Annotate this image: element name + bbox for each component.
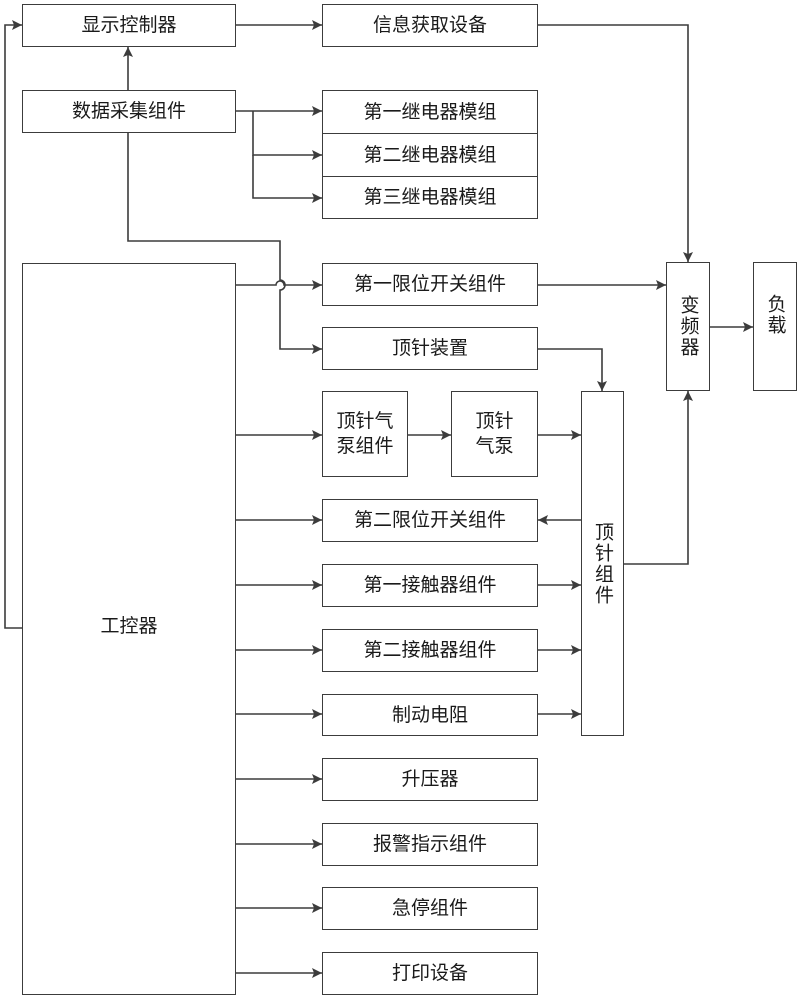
industrial-controller-box: 工控器 [22, 263, 236, 995]
edge-assembly-to-inverter [624, 391, 693, 565]
edge-info-to-inverter [538, 24, 693, 262]
brake-resistor-label: 制动电阻 [391, 703, 468, 726]
emergency-stop-label: 急停组件 [391, 897, 468, 919]
emergency-stop-box: 急停组件 [322, 887, 538, 930]
display-controller-box: 显示控制器 [22, 4, 236, 47]
relay2-box: 第二继电器模组 [322, 133, 538, 177]
data-acquisition-box: 数据采集组件 [22, 90, 236, 133]
edge-data-to-ejector-device [127, 133, 322, 354]
relay3-label: 第三继电器模组 [363, 186, 497, 208]
ejector-assembly-label: 顶针组件 [592, 521, 614, 606]
display-controller-label: 显示控制器 [81, 14, 177, 36]
contactor2-box: 第二接触器组件 [322, 629, 538, 672]
contactor1-label: 第一接触器组件 [363, 574, 497, 596]
ejector-assembly-box: 顶针组件 [581, 391, 624, 736]
booster-label: 升压器 [401, 768, 459, 790]
info-device-box: 信息获取设备 [322, 4, 538, 47]
relay3-box: 第三继电器模组 [322, 176, 538, 219]
edge-controller-to-display [4, 20, 22, 629]
relay1-label: 第一继电器模组 [363, 100, 497, 123]
brake-resistor-box: 制动电阻 [322, 694, 538, 736]
inverter-label: 变频器 [677, 295, 700, 358]
edge-data-to-relay2 [252, 111, 322, 160]
ejector-device-label: 顶针装置 [391, 337, 468, 359]
ejector-pump-assembly-box: 顶针气泵组件 [322, 391, 408, 477]
data-acquisition-label: 数据采集组件 [71, 100, 186, 122]
ejector-pump-assembly-label: 顶针气泵组件 [336, 410, 394, 457]
printer-box: 打印设备 [322, 952, 538, 995]
limit-switch1-box: 第一限位开关组件 [322, 263, 538, 306]
contactor2-label: 第二接触器组件 [363, 639, 497, 661]
relay2-label: 第二继电器模组 [363, 143, 497, 166]
ejector-pump-label: 顶针气泵 [475, 410, 514, 457]
limit-switch1-label: 第一限位开关组件 [353, 273, 506, 295]
booster-box: 升压器 [322, 758, 538, 801]
ejector-pump-box: 顶针气泵 [451, 391, 538, 477]
industrial-controller-label: 工控器 [100, 614, 158, 637]
edge-controller-to-limit1 [236, 280, 322, 290]
printer-label: 打印设备 [391, 962, 468, 984]
ejector-device-box: 顶针装置 [322, 327, 538, 370]
relay1-box: 第一继电器模组 [322, 90, 538, 134]
limit-switch2-label: 第二限位开关组件 [353, 509, 506, 531]
load-label: 负载 [764, 293, 787, 336]
alarm-box: 报警指示组件 [322, 823, 538, 866]
inverter-box: 变频器 [666, 262, 710, 391]
info-device-label: 信息获取设备 [372, 14, 487, 36]
edge-data-to-relay3 [252, 155, 322, 203]
edge-ejector-device-to-assembly [538, 348, 607, 391]
load-box: 负载 [753, 262, 797, 391]
limit-switch2-box: 第二限位开关组件 [322, 499, 538, 542]
contactor1-box: 第一接触器组件 [322, 564, 538, 607]
alarm-label: 报警指示组件 [372, 833, 487, 855]
